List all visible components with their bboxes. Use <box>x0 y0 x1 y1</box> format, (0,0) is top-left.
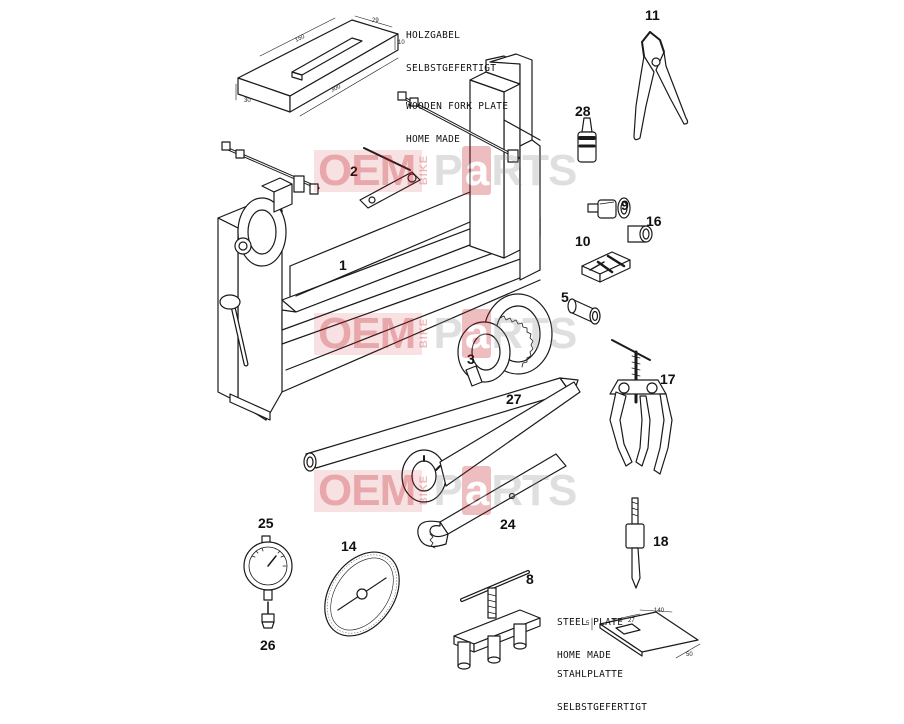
note-line: SELBSTGEFERTIGT <box>557 702 648 713</box>
sleeve-drawing <box>567 298 601 325</box>
fork-stand-drawing <box>217 53 541 421</box>
angle-bracket-drawing <box>359 147 421 209</box>
wooden-fork-plate-note: HOLZGABEL SELBSTGEFERTIGT WOODEN FORK PL… <box>406 8 508 156</box>
note-line: STAHLPLATTE <box>557 669 624 680</box>
callout-8: 8 <box>526 571 534 587</box>
callout-1: 1 <box>339 257 347 273</box>
note-line: HOLZGABEL <box>406 30 461 41</box>
clamp-rods <box>221 91 520 195</box>
callout-24: 24 <box>500 516 516 532</box>
hook-wrench-drawing <box>417 453 567 549</box>
degree-disc-drawing <box>324 551 400 637</box>
dial-gauge-drawing <box>243 535 293 601</box>
callout-16: 16 <box>646 213 662 229</box>
callout-3: 3 <box>467 351 475 367</box>
callout-25: 25 <box>258 515 274 531</box>
wooden-fork-plate-drawing <box>235 15 399 117</box>
special-tools-diagram: 1 2 3 5 8 9 10 11 14 16 17 18 24 25 26 2… <box>217 7 701 670</box>
callout-10: 10 <box>575 233 591 249</box>
callout-11: 11 <box>645 7 660 23</box>
callout-2: 2 <box>350 163 358 179</box>
callout-5: 5 <box>561 289 569 305</box>
dim-steel-50: 50 <box>686 652 693 658</box>
holding-wrench-drawing <box>457 293 553 387</box>
callout-14: 14 <box>341 538 357 554</box>
holding-fixture-drawing <box>581 251 631 283</box>
dim-wood-10: 10 <box>398 40 405 46</box>
press-tool-drawing <box>453 570 541 670</box>
callout-18: 18 <box>653 533 669 549</box>
dim-wood-300: 300 <box>330 84 342 94</box>
callout-17: 17 <box>660 371 676 387</box>
note-line: HOME MADE <box>406 134 461 145</box>
dim-steel-140: 140 <box>654 608 665 614</box>
note-line: HOME MADE <box>557 650 612 661</box>
steel-plate-note-de: STAHLPLATTE SELBSTGEFERTIGT <box>557 647 647 724</box>
gauge-adapter-drawing <box>261 601 275 629</box>
bearing-puller-drawing <box>609 339 673 475</box>
thread-lock-bottle-drawing <box>577 117 597 163</box>
callout-9: 9 <box>621 197 629 213</box>
callout-26: 26 <box>260 637 276 653</box>
callout-27: 27 <box>506 391 522 407</box>
note-line: WOODEN FORK PLATE <box>406 101 509 112</box>
note-line: SELBSTGEFERTIGT <box>406 63 497 74</box>
long-bar-drawing <box>303 377 579 472</box>
dim-wood-150: 150 <box>294 34 306 44</box>
dim-wood-30: 30 <box>244 98 251 104</box>
steel-plate-note-en: STEEL PLATE HOME MADE <box>557 595 623 672</box>
pin-wrench-drawing <box>401 381 581 503</box>
dim-steel-5: 5 <box>586 621 590 627</box>
circlip-pliers-drawing <box>633 31 689 141</box>
callout-28: 28 <box>575 103 591 119</box>
bushing-drawing <box>627 225 653 243</box>
note-line: STEEL PLATE <box>557 617 624 628</box>
puller-adapter-drawing <box>587 197 631 219</box>
dim-steel-27: 27 <box>628 618 635 624</box>
dim-wood-29: 29 <box>372 18 379 24</box>
steel-plate-drawing <box>591 609 701 659</box>
slide-hammer-drawing <box>625 497 645 589</box>
